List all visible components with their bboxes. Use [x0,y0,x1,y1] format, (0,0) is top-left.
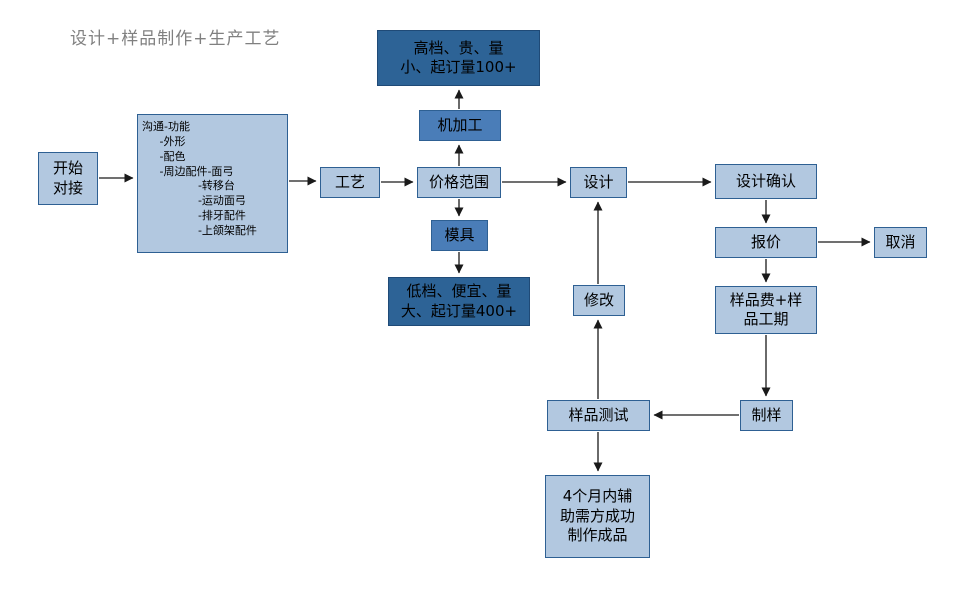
node-low-end: 低档、便宜、量 大、起订量400+ [388,277,530,326]
node-price-range: 价格范围 [417,167,501,198]
node-sample-test: 样品测试 [547,400,650,431]
node-start: 开始 对接 [38,152,98,205]
node-design: 设计 [570,167,627,198]
node-design-confirm: 设计确认 [715,164,817,199]
diagram-title: 设计+样品制作+生产工艺 [70,29,281,49]
node-communication: 沟通-功能 -外形 -配色 -周边配件-面弓 -转移台 -运动面弓 -排牙配件 … [137,114,288,253]
node-cancel: 取消 [874,227,927,258]
node-modify: 修改 [573,285,625,316]
node-mold: 模具 [431,220,488,251]
node-final-goal: 4个月内辅 助需方成功 制作成品 [545,475,650,558]
node-process: 工艺 [320,167,380,198]
node-make-sample: 制样 [740,400,793,431]
node-machining: 机加工 [419,110,501,141]
node-sample-fee: 样品费+样 品工期 [715,286,817,334]
node-high-end: 高档、贵、量 小、起订量100+ [377,30,540,86]
node-quote: 报价 [715,227,817,258]
